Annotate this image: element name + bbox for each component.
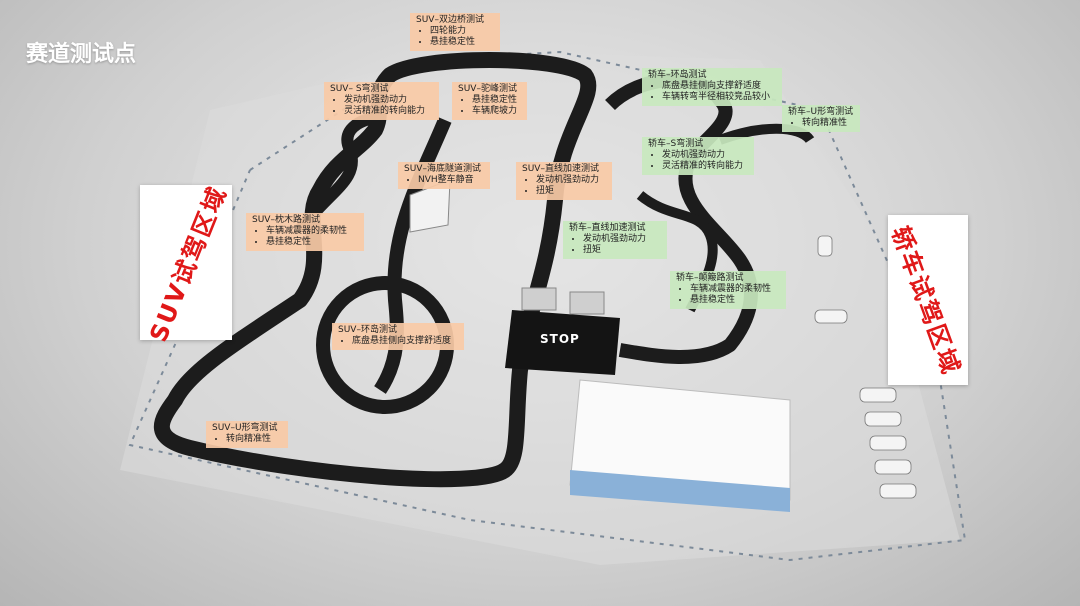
note-item: 灵活精准的转向能力: [344, 106, 433, 117]
note-item-list: 转向精准性: [788, 118, 854, 129]
note-item: 发动机强劲动力: [662, 150, 748, 161]
note-item: 扭矩: [536, 186, 606, 197]
building-facade: [570, 470, 790, 512]
note-item-list: 发动机强劲动力灵活精准的转向能力: [330, 95, 433, 117]
sedan-u-curve: [718, 123, 815, 145]
note-item-list: 悬挂稳定性车辆爬坡力: [458, 95, 521, 117]
note-title: 轿车–环岛测试: [648, 70, 707, 80]
suv-zone-text: SUV试驾区域: [144, 181, 233, 346]
note-title: SUV– S弯测试: [330, 84, 389, 94]
note-title: SUV–直线加速测试: [522, 164, 599, 174]
note-sedan-roundabout: 轿车–环岛测试底盘悬挂侧向支撑舒适度车辆转弯半径相较竞品较小: [642, 68, 782, 106]
note-sedan-s-curve: 轿车–S弯测试发动机强劲动力灵活精准的转向能力: [642, 137, 754, 175]
note-suv-tunnel: SUV–海底隧道测试NVH整车静音: [398, 162, 490, 189]
note-suv-u-curve: SUV–U形弯测试转向精准性: [206, 421, 288, 448]
note-item: 发动机强劲动力: [536, 175, 606, 186]
note-item-list: 底盘悬挂侧向支撑舒适度: [338, 336, 458, 347]
suv-s-curve: [295, 112, 377, 234]
note-item: 底盘悬挂侧向支撑舒适度: [662, 81, 776, 92]
sedan-zone-text: 轿车试驾区域: [885, 222, 966, 379]
note-suv-camel: SUV–驼峰测试悬挂稳定性车辆爬坡力: [452, 82, 527, 120]
note-sedan-u-curve: 轿车–U形弯测试转向精准性: [782, 105, 860, 132]
suv-track: [153, 52, 597, 488]
note-item-list: 转向精准性: [212, 434, 282, 445]
note-suv-s-curve: SUV– S弯测试发动机强劲动力灵活精准的转向能力: [324, 82, 439, 120]
note-title: 轿车–S弯测试: [648, 139, 704, 149]
stop-label: STOP: [540, 332, 580, 346]
note-item: 发动机强劲动力: [583, 234, 661, 245]
note-title: SUV–环岛测试: [338, 325, 397, 335]
note-title: SUV–海底隧道测试: [404, 164, 481, 174]
note-title: 轿车–U形弯测试: [788, 107, 854, 117]
stop-area: [505, 310, 620, 375]
note-title: 轿车–颠簸路测试: [676, 273, 744, 283]
note-item: 车辆爬坡力: [472, 106, 521, 117]
note-item-list: 发动机强劲动力扭矩: [569, 234, 661, 256]
note-item: 车辆减震器的柔韧性: [690, 284, 780, 295]
note-sedan-bumpy: 轿车–颠簸路测试车辆减震器的柔韧性悬挂稳定性: [670, 271, 786, 309]
sedan-zone-label: 轿车试驾区域: [886, 215, 968, 385]
note-item: 转向精准性: [802, 118, 854, 129]
note-item: 发动机强劲动力: [344, 95, 433, 106]
note-suv-roundabout: SUV–环岛测试底盘悬挂侧向支撑舒适度: [332, 323, 464, 350]
note-title: SUV–双边桥测试: [416, 15, 484, 25]
note-item-list: 发动机强劲动力灵活精准的转向能力: [648, 150, 748, 172]
note-item: 扭矩: [583, 245, 661, 256]
note-item: 灵活精准的转向能力: [662, 161, 748, 172]
note-item: 四轮能力: [430, 26, 494, 37]
note-item-list: 车辆减震器的柔韧性悬挂稳定性: [252, 226, 358, 248]
note-item: 悬挂稳定性: [690, 295, 780, 306]
note-item-list: 四轮能力悬挂稳定性: [416, 26, 494, 48]
note-item-list: NVH整车静音: [404, 175, 484, 186]
note-item-list: 底盘悬挂侧向支撑舒适度车辆转弯半径相较竞品较小: [648, 81, 776, 103]
note-item: 转向精准性: [226, 434, 282, 445]
note-item: 悬挂稳定性: [266, 237, 358, 248]
note-item: NVH整车静音: [418, 175, 484, 186]
suv-zone-label: SUV试驾区域: [140, 182, 232, 345]
note-title: 轿车–直线加速测试: [569, 223, 646, 233]
note-item: 底盘悬挂侧向支撑舒适度: [352, 336, 458, 347]
gate-right: [569, 291, 605, 315]
note-title: SUV–枕木路测试: [252, 215, 320, 225]
note-item-list: 车辆减震器的柔韧性悬挂稳定性: [676, 284, 780, 306]
note-item-list: 发动机强劲动力扭矩: [522, 175, 606, 197]
note-suv-sleeper: SUV–枕木路测试车辆减震器的柔韧性悬挂稳定性: [246, 213, 364, 251]
note-suv-bridge: SUV–双边桥测试四轮能力悬挂稳定性: [410, 13, 500, 51]
note-item: 悬挂稳定性: [472, 95, 521, 106]
page-title: 赛道测试点: [26, 42, 137, 67]
note-title: SUV–驼峰测试: [458, 84, 517, 94]
note-item: 悬挂稳定性: [430, 37, 494, 48]
note-suv-straight: SUV–直线加速测试发动机强劲动力扭矩: [516, 162, 612, 200]
parked-cars: [814, 235, 917, 499]
gate-left: [521, 287, 557, 311]
note-title: SUV–U形弯测试: [212, 423, 278, 433]
note-item: 车辆减震器的柔韧性: [266, 226, 358, 237]
note-sedan-straight: 轿车–直线加速测试发动机强劲动力扭矩: [563, 221, 667, 259]
note-item: 车辆转弯半径相较竞品较小: [662, 92, 776, 103]
